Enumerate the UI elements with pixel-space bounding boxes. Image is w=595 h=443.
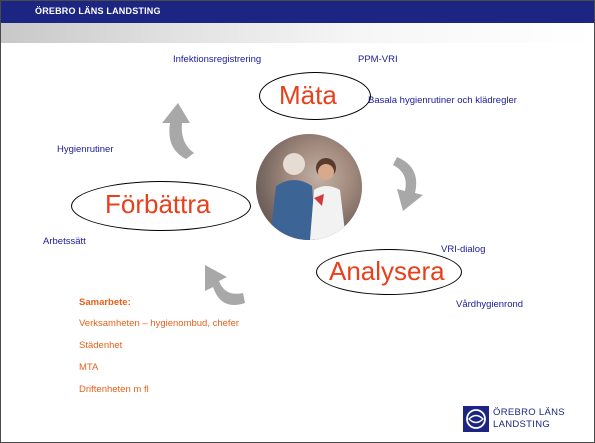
improve-item-hygiene-routines: Hygienrutiner [57, 144, 114, 155]
organization-logo-icon [463, 406, 489, 432]
arrow-to-measure-icon [162, 103, 194, 159]
measure-item-infection-registration: Infektionsregistrering [173, 54, 262, 65]
logo-line-1: ÖREBRO LÄNS [493, 407, 565, 418]
organization-logo: ÖREBRO LÄNS LANDSTING [463, 405, 583, 433]
cooperation-title: Samarbete: [79, 297, 131, 308]
measure-oval [259, 72, 371, 120]
measure-item-basic-hygiene: Basala hygienrutiner och klädregler [368, 95, 517, 106]
header-bar: ÖREBRO LÄNS LANDSTING [1, 1, 594, 23]
measure-item-ppm-vri: PPM-VRI [358, 54, 398, 65]
arrow-to-analyze-icon [393, 157, 423, 211]
header-fade [1, 23, 594, 43]
header-title: ÖREBRO LÄNS LANDSTING [35, 6, 161, 16]
analyze-label: Analysera [329, 256, 445, 286]
arrow-to-improve-icon [205, 265, 245, 305]
analyze-item-hygiene-round: Vårdhygienrond [456, 299, 524, 310]
cooperation-item-facilities: Driftenheten m fl [79, 384, 149, 395]
improve-label: Förbättra [105, 189, 211, 219]
cooperation-item-operations: Verksamheten – hygienombud, chefer [79, 318, 240, 329]
improve-item-working-methods: Arbetssätt [43, 236, 86, 247]
staff-photo-figures [256, 134, 362, 240]
staff-photo [256, 134, 362, 240]
cooperation-item-mta: MTA [79, 362, 99, 373]
improve-oval [71, 181, 251, 231]
measure-label: Mäta [279, 80, 337, 110]
analyze-item-vri-dialog: VRI-dialog [441, 244, 486, 255]
cooperation-item-cleaning: Städenhet [79, 340, 123, 351]
analyze-oval [316, 249, 462, 295]
logo-line-2: LANDSTING [493, 419, 551, 430]
